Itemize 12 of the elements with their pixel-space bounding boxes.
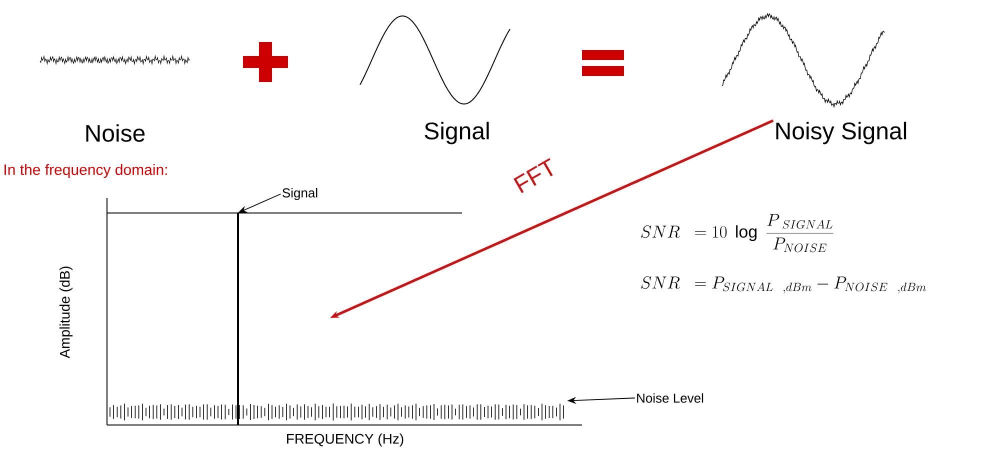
annotation-text: Signal — [282, 188, 318, 200]
formula: $SNR\ \ = 10\ \log\ \frac{P_{\ SIGNAL}}{P_{NOISE}}$ — [641, 214, 834, 252]
noise-floor-drawing — [110, 403, 564, 421]
axis-label: Amplitude (dB) — [59, 266, 73, 358]
edge-label: FFT — [514, 158, 553, 194]
annotation-text: Noise Level — [637, 393, 704, 403]
caption-text: Noisy Signal — [776, 122, 906, 144]
caption-text: Noise — [86, 124, 145, 142]
formula: $SNR\ \ = P_{SIGNAL\ \ ,dBm} - P_{NOISE\ \ ,dBm}$ — [641, 276, 926, 294]
caption-text: Signal — [424, 122, 489, 144]
heading-text: In the frequency domain: — [4, 164, 167, 178]
axis-label: FREQUENCY (Hz) — [287, 433, 404, 447]
